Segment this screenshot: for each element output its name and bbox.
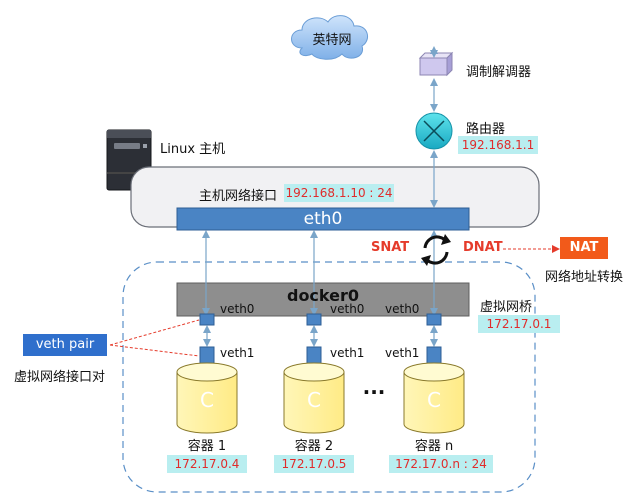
- nat-desc: 网络地址转换: [545, 270, 624, 285]
- container-n: [403, 362, 465, 434]
- eth0-label: eth0: [303, 209, 343, 229]
- docker-region: [122, 261, 536, 493]
- router-label: 路由器: [466, 122, 506, 137]
- router-ip: 192.168.1.1: [458, 136, 538, 154]
- snat-label: SNAT: [371, 240, 410, 255]
- nat-cycle-icon: [421, 234, 451, 266]
- veth-pair-box: veth pair: [23, 334, 107, 356]
- eth0-interface: [176, 207, 470, 231]
- veth-pair-2: [306, 313, 322, 366]
- host-label: Linux 主机: [160, 142, 226, 157]
- veth-pair-desc: 虚拟网络接口对: [14, 370, 106, 385]
- internet-label: 英特网: [312, 33, 352, 48]
- internet-cloud: [291, 15, 369, 60]
- dnat-label: DNAT: [463, 240, 503, 255]
- container-1-name: 容器 1: [187, 439, 227, 454]
- nat-box: NAT: [560, 237, 608, 259]
- container-n-ip: 172.17.0.n : 24: [389, 455, 493, 473]
- docker0-ip: 172.17.0.1: [478, 315, 560, 333]
- nic-ip: 192.168.1.10 : 24: [284, 184, 394, 202]
- container-1-letter: C: [200, 388, 214, 412]
- veth0-label-1: veth0: [220, 302, 255, 316]
- container-2-ip: 172.17.0.5: [274, 455, 354, 473]
- container-2-name: 容器 2: [294, 439, 334, 454]
- container-1-ip: 172.17.0.4: [167, 455, 247, 473]
- nic-label: 主机网络接口: [199, 189, 278, 204]
- docker0-bridge: [176, 282, 470, 317]
- veth0-label-2: veth0: [330, 302, 365, 316]
- container-2-letter: C: [307, 388, 321, 412]
- veth-pair-connector-top: [109, 319, 200, 346]
- container-n-letter: C: [427, 388, 441, 412]
- docker0-label: docker0: [286, 286, 359, 305]
- container-2: [283, 362, 345, 434]
- veth1-label-n: veth1: [385, 346, 420, 360]
- ellipsis: ···: [362, 380, 386, 404]
- veth-pair-n: [426, 313, 442, 366]
- router-icon: [415, 112, 453, 150]
- container-1: [176, 362, 238, 434]
- docker0-desc: 虚拟网桥: [480, 300, 533, 315]
- modem-label: 调制解调器: [466, 65, 532, 80]
- veth1-label-2: veth1: [330, 346, 365, 360]
- veth0-label-n: veth0: [385, 302, 420, 316]
- container-n-name: 容器 n: [414, 439, 454, 454]
- veth-pair-1: [199, 313, 215, 366]
- modem-icon: [418, 51, 454, 77]
- veth1-label-1: veth1: [220, 346, 255, 360]
